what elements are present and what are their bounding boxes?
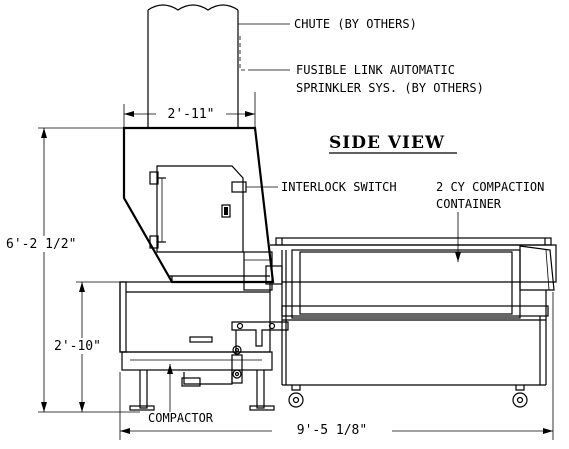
svg-text:COMPACTOR: COMPACTOR — [148, 411, 214, 425]
hopper-door — [149, 165, 244, 253]
dim-hopper-width-text: 2'-11" — [168, 107, 215, 122]
sprinkler-pipe — [239, 36, 250, 71]
dim-overall-length: 9'-5 1/8" — [119, 292, 554, 440]
sprinkler-label: FUSIBLE LINK AUTOMATIC SPRINKLER SYS. (B… — [250, 63, 484, 95]
view-title: SIDE VIEW — [329, 133, 457, 154]
compaction-container — [243, 237, 557, 408]
hopper — [122, 126, 275, 284]
svg-text:SPRINKLER SYS. (BY OTHERS): SPRINKLER SYS. (BY OTHERS) — [296, 81, 484, 95]
svg-text:2 CY COMPACTION: 2 CY COMPACTION — [436, 180, 544, 194]
dim-overall-height-text: 6'-2 1/2" — [6, 237, 76, 252]
dim-compactor-height: 2'-10" — [50, 281, 120, 412]
svg-text:CHUTE (BY OTHERS): CHUTE (BY OTHERS) — [294, 17, 417, 31]
dim-hopper-width: 2'-11" — [123, 92, 256, 128]
svg-text:FUSIBLE LINK AUTOMATIC: FUSIBLE LINK AUTOMATIC — [296, 63, 455, 77]
svg-text:INTERLOCK SWITCH: INTERLOCK SWITCH — [281, 180, 397, 194]
svg-text:CONTAINER: CONTAINER — [436, 197, 502, 211]
page-title: SIDE VIEW — [329, 133, 445, 153]
dim-overall-length-text: 9'-5 1/8" — [297, 423, 367, 438]
interlock-label: INTERLOCK SWITCH — [281, 180, 397, 194]
chute — [147, 4, 239, 128]
interlock-switch — [231, 181, 278, 193]
dim-overall-height: 6'-2 1/2" — [2, 127, 140, 413]
chute-label: CHUTE (BY OTHERS) — [238, 17, 417, 31]
compactor-label: COMPACTOR — [148, 364, 214, 425]
container-label: 2 CY COMPACTION CONTAINER — [436, 180, 544, 262]
compactor — [119, 281, 289, 411]
dim-compactor-height-text: 2'-10" — [54, 339, 101, 354]
